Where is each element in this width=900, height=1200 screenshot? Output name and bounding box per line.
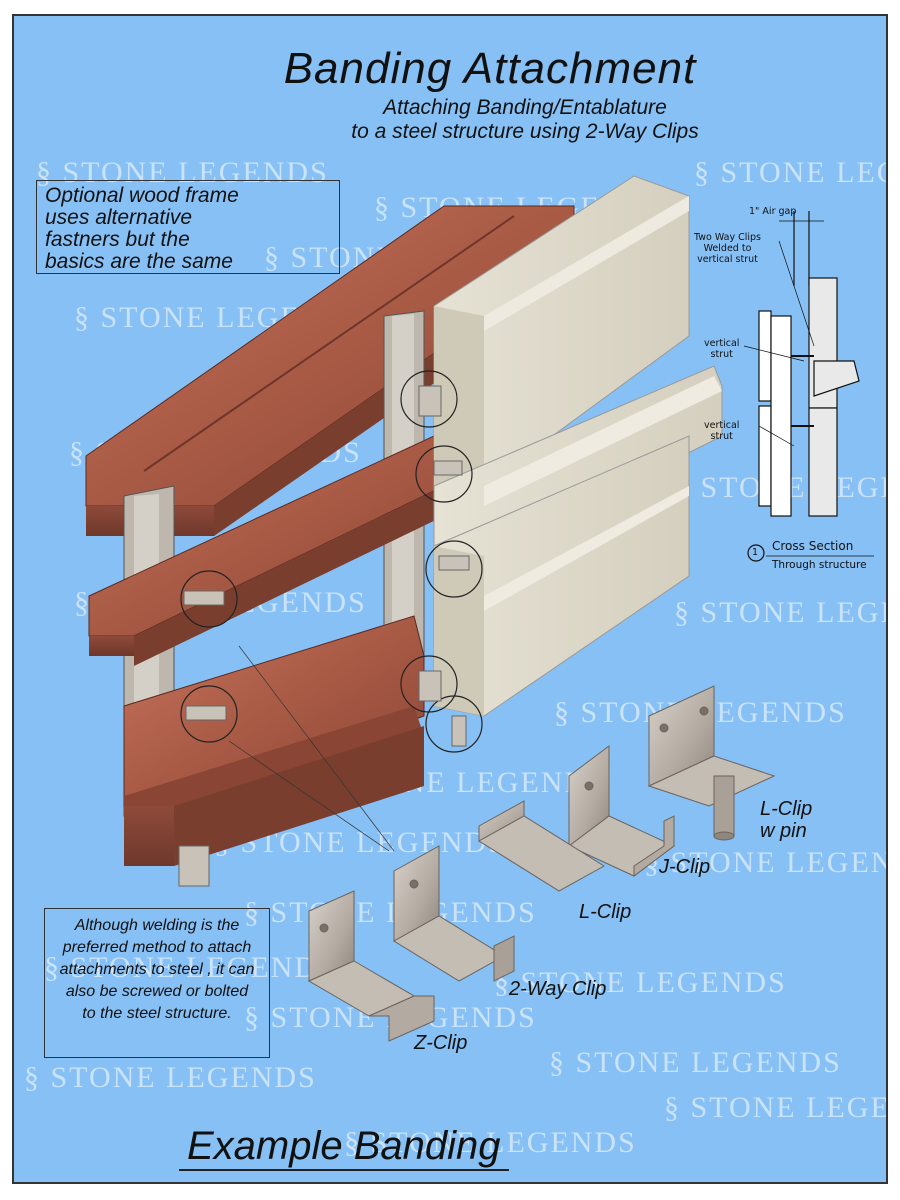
welding-note: Although welding is the preferred method… [44,908,270,1058]
two-way-clips-label: Two Way Clips Welded to vertical strut [694,232,761,265]
clip-detail-circles [180,370,483,753]
air-gap-label: 1" Air gap [749,206,797,217]
z-clip-label: Z-Clip [414,1032,468,1054]
l-clip-label: L-Clip [579,901,632,923]
watermark: § STONE LEGENDS [549,1046,842,1079]
poster-frame: § STONE LEGENDS § STONE LEGENDS § STONE … [12,14,888,1184]
cross-section-subtitle: Through structure [772,559,867,571]
main-title: Banding Attachment [283,44,697,93]
stone-banding [433,175,723,717]
cross-section-drawing [743,211,874,562]
l-clip-pin-label: L-Clip w pin [760,798,813,842]
watermark: § STONE LEGENDS [664,1091,886,1124]
vertical-strut-label-2: vertical strut [704,420,740,442]
watermark: § STONE LEGENDS [694,156,886,189]
wood-frame-note: Optional wood frame uses alternative fas… [36,180,340,274]
watermark: § STONE LEGENDS [674,596,886,629]
embedded-clips [178,385,470,887]
two-way-clip-label: 2-Way Clip [509,978,607,1000]
detail-number: 1 [752,547,759,558]
watermark: § STONE LEGENDS [44,951,337,984]
subtitle-line-1: Attaching Banding/Entablature [383,96,667,119]
watermark: § STONE LEGENDS [24,1061,317,1094]
clip-parts [307,685,776,1042]
lower-steel-beam [123,615,425,866]
subtitle-line-2: to a steel structure using 2-Way Clips [351,120,699,143]
footer-title: Example Banding [179,1124,509,1171]
leader-lines [228,645,395,852]
cross-section-title: Cross Section [772,539,854,553]
vertical-strut-label-1: vertical strut [704,338,740,360]
watermark: § STONE LEGENDS [344,1126,637,1159]
banding-illustration [85,175,874,1042]
watermark: § STONE LEGENDS [494,966,787,999]
j-clip-label: J-Clip [659,856,711,878]
